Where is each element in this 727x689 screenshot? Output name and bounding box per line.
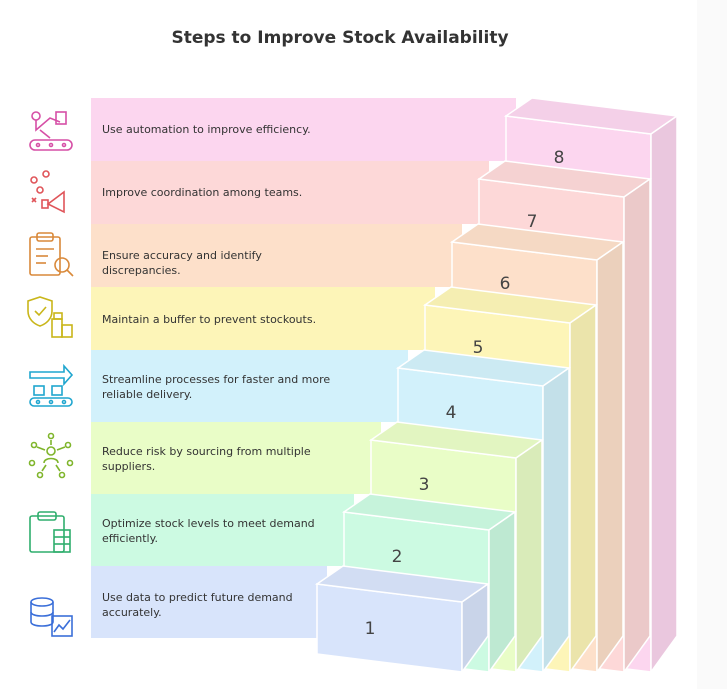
step-side xyxy=(488,510,516,675)
clipboard-shelves-icon xyxy=(26,508,76,558)
step-side xyxy=(596,240,624,675)
step-side xyxy=(542,366,570,675)
step-number: 2 xyxy=(391,547,403,567)
clipboard-search-icon xyxy=(26,231,76,281)
step-number: 5 xyxy=(472,338,484,358)
step-number: 3 xyxy=(418,475,430,495)
step-description: Use data to predict future demand accura… xyxy=(102,591,293,619)
database-chart-icon xyxy=(26,592,76,642)
step-side xyxy=(515,438,543,675)
step-description: Use automation to improve efficiency. xyxy=(102,123,311,136)
robot-arm-icon xyxy=(26,106,76,156)
step-band xyxy=(91,287,435,350)
step-description: Optimize stock levels to meet demand eff… xyxy=(102,517,315,545)
step-band xyxy=(91,422,381,494)
supplier-network-icon xyxy=(26,431,76,481)
step-description: Improve coordination among teams. xyxy=(102,186,303,199)
step-band xyxy=(91,224,462,287)
page-title: Steps to Improve Stock Availability xyxy=(171,28,509,48)
step-number: 4 xyxy=(445,403,457,423)
step-side xyxy=(569,303,597,675)
step-number: 7 xyxy=(526,212,538,232)
step-band xyxy=(91,161,489,224)
background-strip xyxy=(697,0,727,689)
step-description: Maintain a buffer to prevent stockouts. xyxy=(102,313,317,326)
team-megaphone-icon xyxy=(26,168,76,218)
step-band xyxy=(91,566,327,638)
step-1 xyxy=(91,565,491,675)
step-side xyxy=(623,177,651,675)
step-description: Ensure accuracy and identify discrepanci… xyxy=(102,249,262,277)
step-number: 8 xyxy=(553,148,565,168)
step-band xyxy=(91,98,516,161)
step-side xyxy=(650,114,678,675)
conveyor-arrow-icon xyxy=(26,362,76,412)
step-description: Reduce risk by sourcing from multiple su… xyxy=(102,445,311,473)
step-description: Streamline processes for faster and more… xyxy=(102,373,331,401)
step-band xyxy=(91,350,408,422)
step-number: 1 xyxy=(364,619,376,639)
step-side xyxy=(461,582,489,675)
shield-boxes-icon xyxy=(26,293,76,343)
step-band xyxy=(91,494,354,566)
step-number: 6 xyxy=(499,274,511,294)
